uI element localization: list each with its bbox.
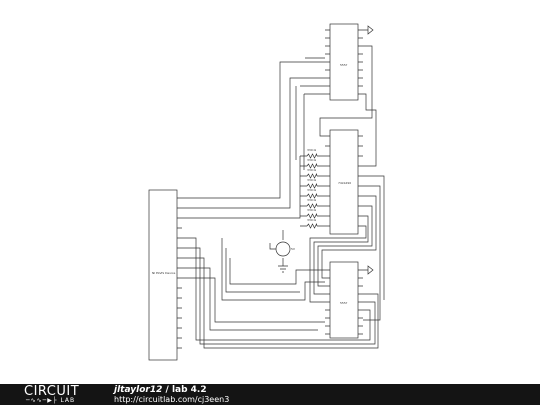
chip-bottom[interactable] — [329, 261, 359, 339]
chip-middle-label: 74LS290 — [338, 181, 351, 185]
resistor-2[interactable] — [306, 162, 318, 169]
vcc-arrow-top — [363, 25, 374, 35]
resistor-label: 330 Ω — [307, 168, 317, 172]
chip-middle[interactable] — [329, 129, 359, 235]
resistor-label: 330 Ω — [307, 208, 317, 212]
wire-11 — [321, 195, 377, 279]
wire-18 — [182, 267, 318, 331]
driver-pins — [177, 197, 182, 349]
wire-5 — [303, 93, 325, 170]
wire-13 — [313, 215, 369, 295]
circuitlab-logo[interactable]: CIRCUIT — [24, 384, 80, 399]
circuitlab-logo-sub: ─∿∿─▶├ LAB — [26, 397, 75, 404]
wire-17 — [182, 257, 379, 349]
project-title: jltaylor12 / lab 4.2 — [114, 385, 207, 395]
chip-top-label: 555? — [340, 63, 348, 67]
wire-20 — [221, 238, 325, 301]
resistor-label: 330 Ω — [307, 188, 317, 192]
wire-2 — [182, 77, 325, 209]
resistor-label: 330 Ω — [307, 198, 317, 202]
chip-bottom-label: 555? — [340, 301, 348, 305]
wire-9 — [363, 175, 385, 300]
resistor-6[interactable] — [306, 202, 318, 209]
wire-4 — [295, 85, 325, 160]
wire-21 — [225, 248, 300, 293]
resistor-1[interactable] — [306, 152, 318, 159]
wire-19 — [182, 277, 325, 323]
footer-bar: CIRCUIT ─∿∿─▶├ LAB jltaylor12 / lab 4.2 … — [0, 384, 540, 405]
wire-7 — [319, 45, 373, 137]
vcc-arrow-bottom — [363, 265, 374, 275]
title-separator: / — [162, 385, 172, 395]
resistor-5[interactable] — [306, 192, 318, 199]
wire-14 — [309, 225, 367, 303]
driver-label: NI ELVIS Device — [152, 271, 176, 275]
wire-8 — [363, 93, 377, 167]
chip-bottom-pins — [325, 269, 363, 335]
source-label: 5V — [291, 247, 296, 251]
wire-3 — [182, 156, 301, 219]
wire-16 — [182, 247, 376, 345]
resistor-label: 330 Ω — [307, 218, 317, 222]
wire-1 — [182, 61, 325, 199]
resistor-7[interactable] — [306, 212, 318, 219]
resistor-3[interactable] — [306, 172, 318, 179]
resistor-label: 330 Ω — [307, 148, 317, 152]
wire-12 — [317, 205, 373, 287]
resistor-symbol-icon: ─∿∿─▶├ — [26, 397, 58, 404]
wire-10 — [363, 185, 381, 321]
chip-top-pins — [325, 29, 363, 95]
driver-block[interactable] — [148, 189, 178, 361]
schematic-canvas[interactable]: 330 Ω 330 Ω 330 Ω 330 Ω 330 Ω 330 Ω 330 … — [0, 0, 540, 384]
chip-top[interactable] — [329, 23, 359, 101]
ground-symbol — [278, 265, 288, 273]
author-name[interactable]: jltaylor12 — [114, 385, 163, 395]
resistor-label: 330 Ω — [307, 158, 317, 162]
wire-15 — [182, 237, 371, 341]
resistor-8[interactable] — [306, 222, 318, 229]
voltage-source[interactable] — [275, 241, 291, 257]
probe-wire — [269, 243, 276, 250]
resistor-label: 330 Ω — [307, 178, 317, 182]
project-url[interactable]: http://circuitlab.com/cj3een3 — [114, 395, 230, 404]
resistor-wires — [300, 155, 325, 227]
wire-22 — [229, 258, 325, 285]
chip-middle-pins — [325, 135, 363, 227]
resistors — [306, 152, 318, 229]
logo-sub-text: LAB — [60, 397, 76, 404]
resistor-4[interactable] — [306, 182, 318, 189]
project-name[interactable]: lab 4.2 — [171, 385, 207, 395]
